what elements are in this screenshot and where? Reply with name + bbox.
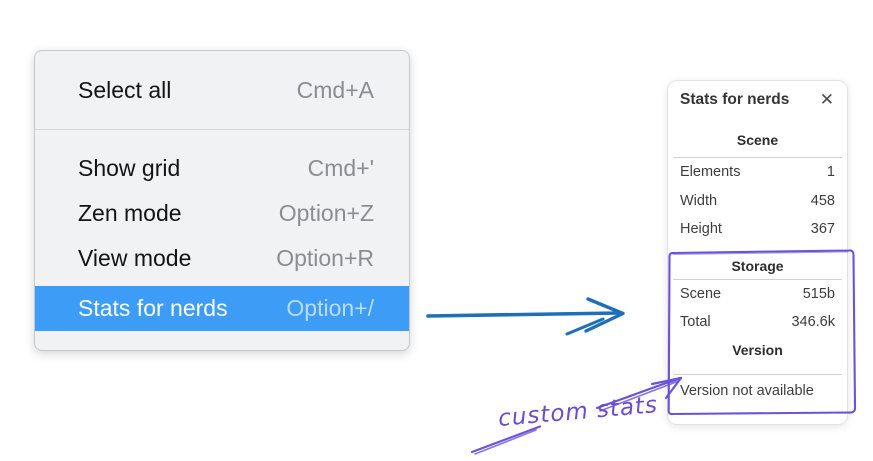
version-message: Version not available [680,382,814,399]
context-menu: Select all Cmd+A Show grid Cmd+' Zen mod… [34,50,410,351]
stat-label: Total [680,314,711,331]
custom-stats-annotation: custom stats [497,392,659,432]
stat-value: 1 [826,164,835,181]
stat-value: 367 [810,221,835,238]
menu-item-label: Stats for nerds [78,295,228,321]
stat-row-height: Height 367 [668,215,847,244]
stat-label: Scene [680,285,722,302]
menu-item-shortcut: Cmd+' [307,155,374,181]
menu-item-shortcut: Option+R [276,245,374,271]
menu-item-shortcut: Option+/ [286,295,374,321]
menu-item-label: Zen mode [78,200,182,226]
stats-panel: Stats for nerds ✕ Scene Elements 1 Width… [667,80,848,425]
stats-panel-title: Stats for nerds [680,91,790,108]
stat-row-scene-size: Scene 515b [668,280,847,309]
menu-item-show-grid[interactable]: Show grid Cmd+' [35,146,409,191]
menu-item-stats-for-nerds[interactable]: Stats for nerds Option+/ [35,286,409,331]
menu-item-label: View mode [78,245,192,271]
menu-item-view-mode[interactable]: View mode Option+R [35,236,409,281]
menu-item-label: Show grid [78,155,181,181]
menu-item-shortcut: Option+Z [278,200,374,226]
stat-label: Height [680,221,722,238]
blue-arrow [426,297,625,336]
stat-row-width: Width 458 [668,187,847,216]
section-heading: Version [732,341,783,358]
stat-row-elements: Elements 1 [668,158,847,187]
close-icon[interactable]: ✕ [819,89,834,110]
stat-value: 458 [810,192,835,209]
stat-row-total-size: Total 346.6k [668,308,847,337]
stat-label: Width [680,192,718,209]
section-heading: Storage [731,257,784,274]
stats-panel-header: Stats for nerds ✕ [668,81,847,109]
stat-value: 346.6k [791,314,835,331]
stats-section-scene: Scene Elements 1 Width 458 Height 367 [668,132,847,244]
stats-section-storage: Storage Scene 515b Total 346.6k [668,258,847,337]
menu-item-shortcut: Cmd+A [296,77,374,103]
menu-item-label: Select all [78,77,172,103]
section-divider [673,157,842,158]
menu-item-zen-mode[interactable]: Zen mode Option+Z [35,191,409,236]
section-heading: Scene [736,132,779,148]
stat-label: Elements [680,164,741,181]
stat-value: 515b [802,285,835,302]
stats-section-version: Version Version not available [668,342,847,405]
menu-divider [35,129,409,130]
menu-item-select-all[interactable]: Select all Cmd+A [35,68,409,113]
menu-group: Select all Cmd+A [35,51,409,129]
menu-group: Show grid Cmd+' Zen mode Option+Z View m… [35,130,409,331]
